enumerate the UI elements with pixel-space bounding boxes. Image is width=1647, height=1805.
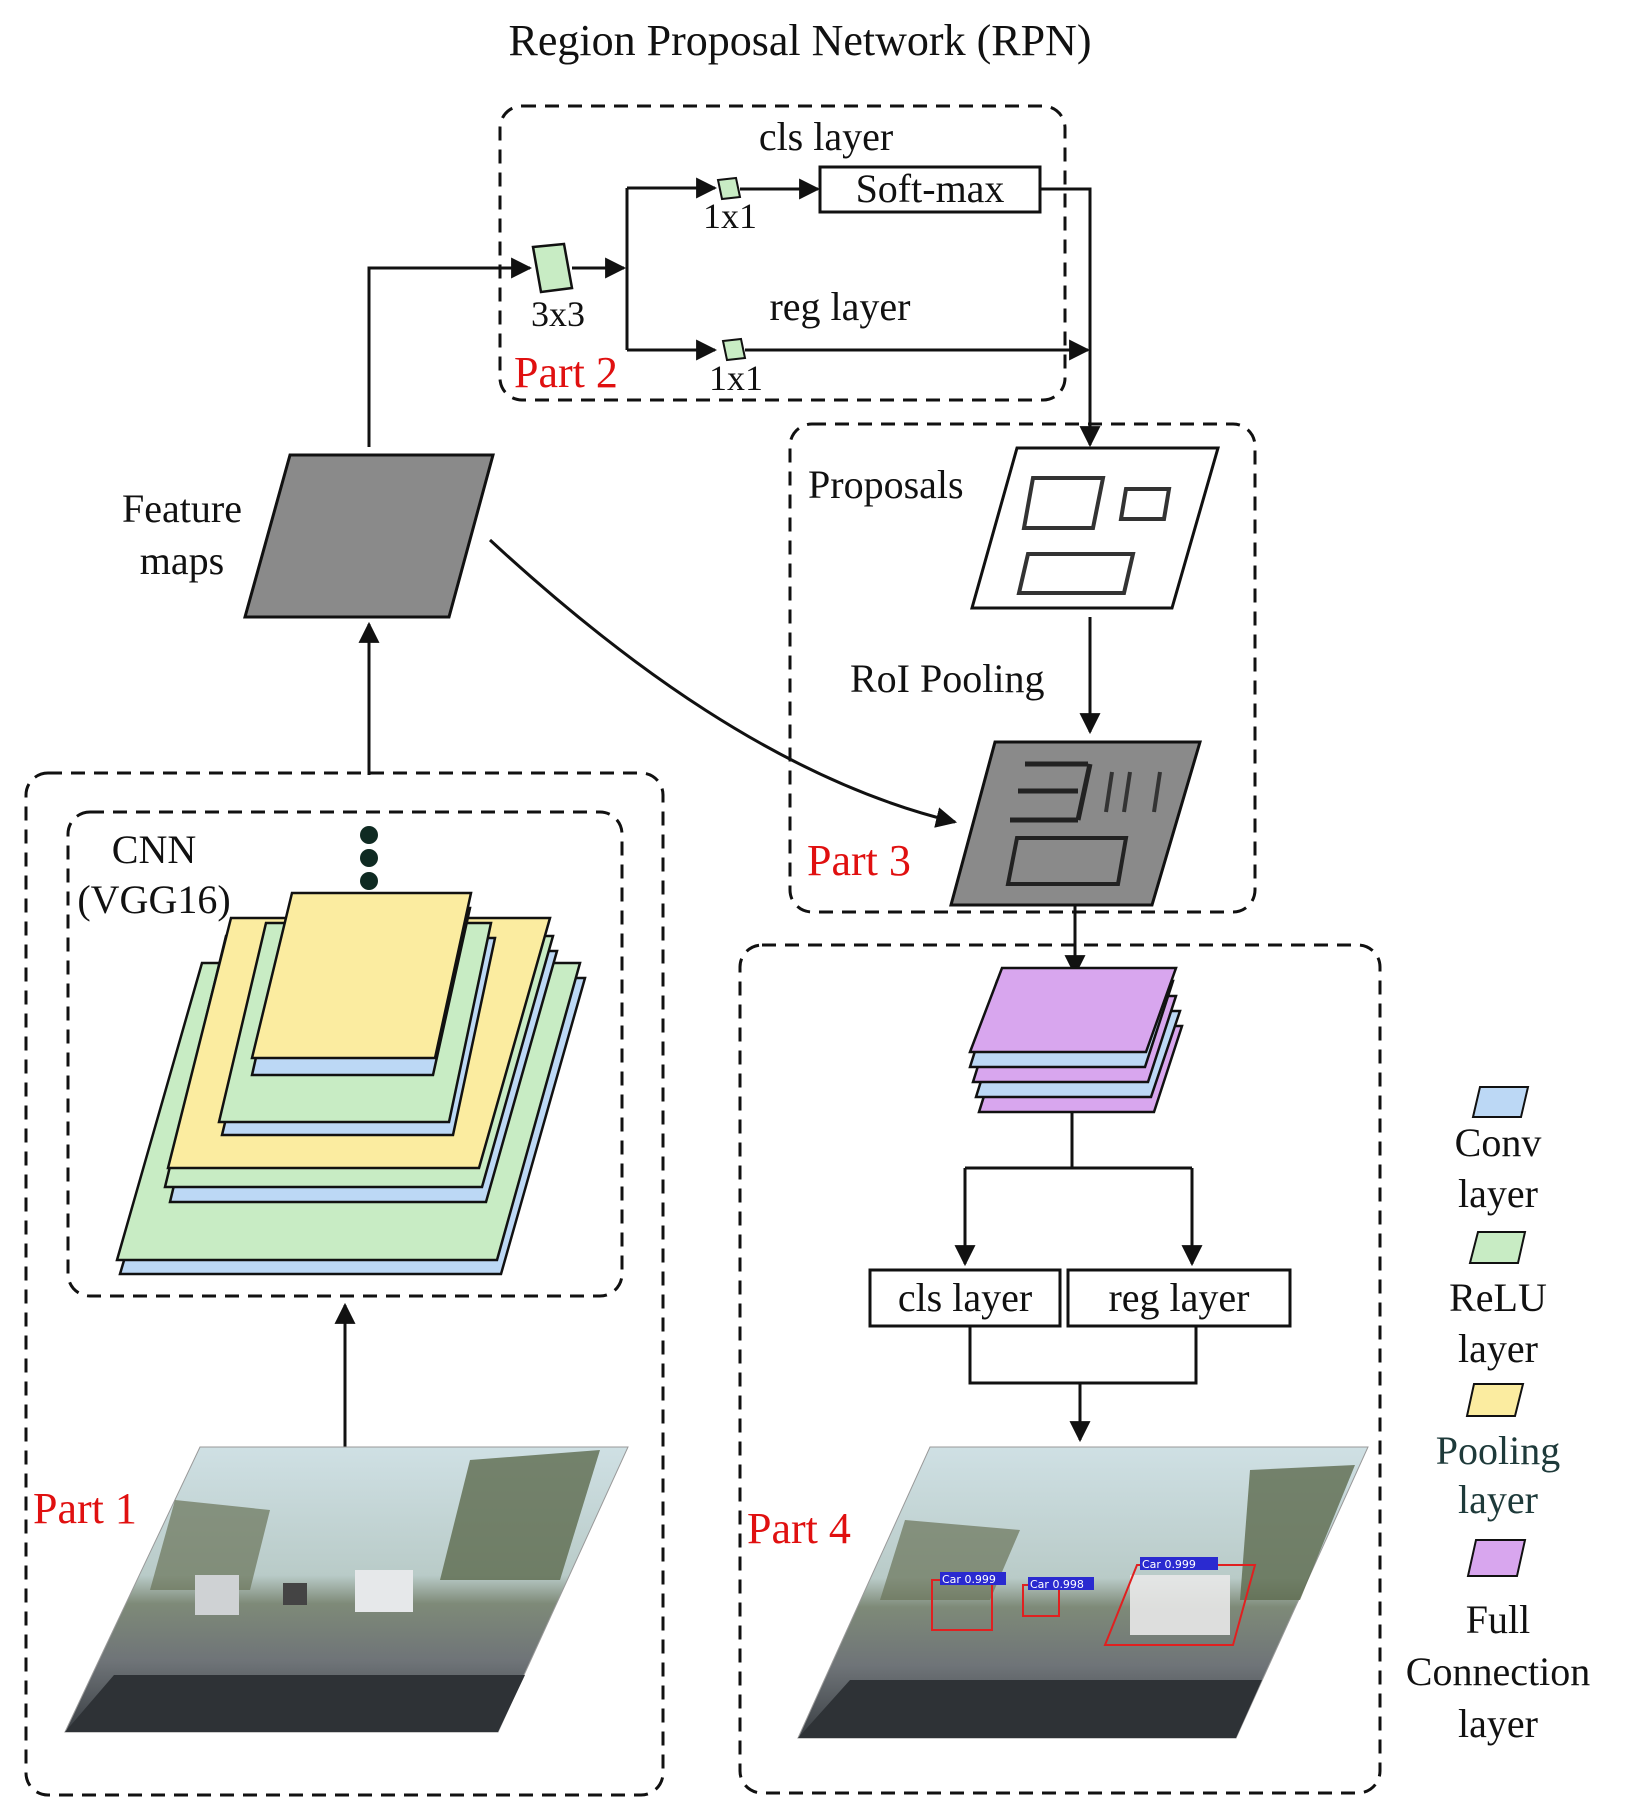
proposal-box-2 [1118, 487, 1172, 521]
cls-layer-bottom-label: cls layer [898, 1275, 1032, 1320]
conv-1x1-reg-shape [721, 337, 747, 362]
conv-1x1-cls-shape [716, 176, 742, 201]
conv-3x3-shape [531, 242, 574, 294]
proposal-box-1 [1021, 476, 1106, 530]
conv-3x3-label: 3x3 [531, 294, 585, 334]
legend-fc-swatch [1466, 1539, 1527, 1577]
part3-region [788, 422, 1257, 914]
part3-label: Part 3 [807, 836, 911, 885]
output-detection-image: Car 0.999 Car 0.998 Car 0.999 [797, 1446, 1369, 1739]
fc-stack-top [968, 966, 1178, 1054]
reg-layer-top-label: reg layer [769, 284, 910, 329]
legend-pool-label-1: Pooling [1436, 1428, 1560, 1473]
legend-fc-label-3: layer [1458, 1701, 1538, 1746]
conv-1x1-cls-label: 1x1 [703, 196, 757, 236]
legend-pool-swatch [1465, 1383, 1525, 1417]
part1-label: Part 1 [33, 1484, 137, 1533]
part2-label: Part 2 [514, 348, 618, 397]
legend-fc-label-1: Full [1466, 1597, 1530, 1642]
legend-conv-label-1: Conv [1455, 1120, 1542, 1165]
cnn-label-1: CNN [112, 827, 196, 872]
input-road-image [64, 1446, 629, 1733]
softmax-label: Soft-max [856, 166, 1005, 211]
cnn-region [66, 810, 624, 1298]
detection-label-1: Car 0.999 [942, 1573, 996, 1586]
legend-relu-label-2: layer [1458, 1326, 1538, 1371]
legend-conv-label-2: layer [1458, 1171, 1538, 1216]
reg-layer-bottom-label: reg layer [1108, 1275, 1249, 1320]
legend-conv-swatch [1471, 1086, 1530, 1118]
detection-label-3: Car 0.999 [1142, 1558, 1196, 1571]
proposal-box-3 [1016, 552, 1136, 595]
cls-layer-bottom-box [868, 1268, 1062, 1328]
cnn-label-2: (VGG16) [77, 877, 230, 922]
legend-relu-swatch [1468, 1231, 1527, 1264]
part4-label: Part 4 [747, 1504, 851, 1553]
reg-layer-bottom-box [1066, 1268, 1292, 1328]
legend-pool-label-2: layer [1458, 1477, 1538, 1522]
conv-1x1-reg-label: 1x1 [709, 358, 763, 398]
legend-fc-label-2: Connection [1406, 1649, 1590, 1694]
feature-map [243, 453, 495, 619]
cls-layer-top-label: cls layer [759, 114, 893, 159]
legend: Conv layer ReLU layer Pooling layer Full… [1406, 1086, 1590, 1746]
detection-label-2: Car 0.998 [1030, 1578, 1084, 1591]
roi-pooling-label: RoI Pooling [850, 656, 1044, 701]
legend-relu-label-1: ReLU [1449, 1275, 1547, 1320]
cnn-layer-9 [250, 891, 473, 1060]
diagram-title: Region Proposal Network (RPN) [509, 16, 1092, 65]
feature-maps-label-1: Feature [122, 486, 242, 531]
part2-region [498, 104, 1067, 402]
proposals-label: Proposals [808, 462, 964, 507]
part1-region [24, 771, 665, 1797]
feature-maps-label-2: maps [140, 538, 224, 583]
